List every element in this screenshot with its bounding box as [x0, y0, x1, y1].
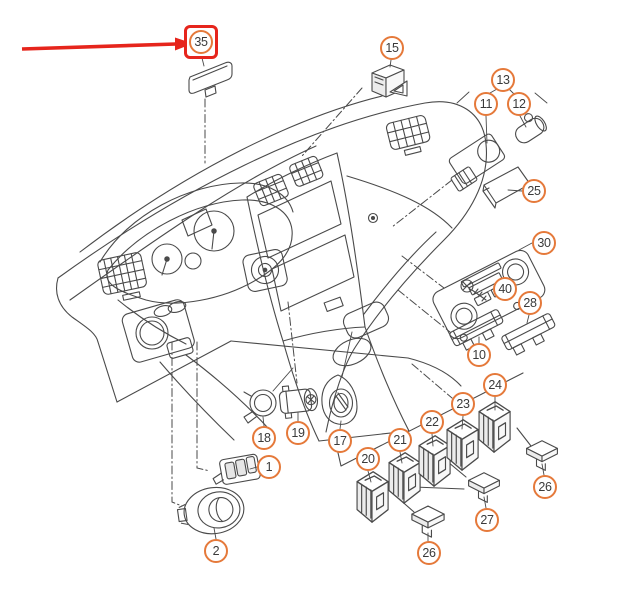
- part-21-drawing: [388, 452, 421, 504]
- callout-26-right: 26: [533, 475, 557, 499]
- callout-26-bottom: 26: [417, 541, 441, 565]
- driver-lower-panel: [117, 299, 269, 441]
- callout-18: 18: [252, 426, 276, 450]
- callout-24: 24: [483, 373, 507, 397]
- part-22-drawing: [418, 435, 451, 487]
- dashboard-illustration: [55, 95, 532, 513]
- callout-12: 12: [507, 92, 531, 116]
- part-40-screw-drawing: [460, 279, 487, 302]
- mounting-lines: [171, 87, 453, 507]
- part-drawings: [176, 61, 559, 538]
- round-bezel: [242, 248, 288, 292]
- callout-13: 13: [491, 68, 515, 92]
- center-console: [282, 301, 410, 442]
- part-35-drawing: [188, 61, 233, 98]
- part-28-drawing: [501, 313, 556, 356]
- part-1-drawing: [212, 453, 261, 485]
- part-20-drawing: [356, 471, 389, 523]
- part-19-drawing: [278, 385, 319, 419]
- part-17-drawing: [321, 374, 358, 425]
- glovebox: [346, 175, 453, 315]
- callout-21: 21: [388, 428, 412, 452]
- callout-2: 2: [204, 539, 228, 563]
- callout-22: 22: [420, 410, 444, 434]
- callout-35: 35: [189, 30, 213, 54]
- dashboard-body: [55, 95, 488, 433]
- callout-35-highlight-box: 35: [184, 25, 218, 59]
- callout-23: 23: [451, 392, 475, 416]
- part-2-drawing: [176, 486, 245, 535]
- part-15-drawing: [371, 64, 408, 98]
- part-18-drawing: [243, 389, 277, 424]
- callout-27: 27: [475, 508, 499, 532]
- callout-19: 19: [286, 421, 310, 445]
- cap-link-lines: [397, 427, 532, 513]
- callout-25: 25: [522, 179, 546, 203]
- callout-28: 28: [518, 291, 542, 315]
- part-12-drawing: [515, 113, 547, 144]
- center-stack: [246, 152, 366, 342]
- left-vent: [97, 252, 147, 301]
- part-11-drawing: [448, 133, 506, 192]
- callout-15: 15: [380, 36, 404, 60]
- right-vent: [385, 115, 431, 156]
- callout-11: 11: [474, 92, 498, 116]
- callout-40: 40: [493, 277, 517, 301]
- part-10-drawing: [449, 309, 504, 351]
- callout-30: 30: [532, 231, 556, 255]
- callout-20: 20: [356, 447, 380, 471]
- callout-17: 17: [328, 429, 352, 453]
- instrument-cluster: [99, 182, 294, 304]
- callout-10: 10: [467, 343, 491, 367]
- callout-1: 1: [257, 455, 281, 479]
- part-26-bottom-drawing: [411, 505, 445, 538]
- red-arrow: [21, 37, 193, 51]
